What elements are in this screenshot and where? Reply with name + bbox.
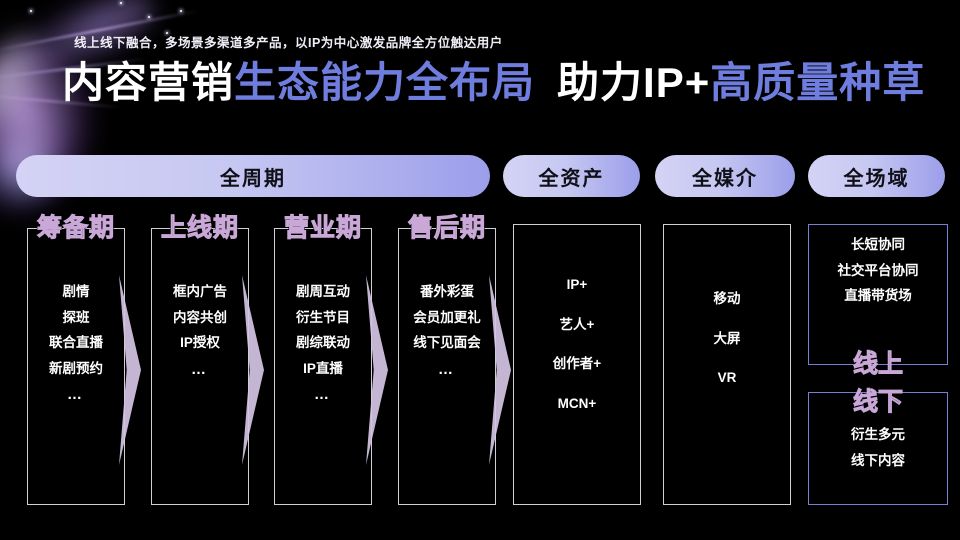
list-item: 移动 bbox=[713, 291, 741, 306]
card-chou-bei-qi[interactable] bbox=[27, 228, 125, 505]
card-items-ying-ye-qi: 剧周互动 衍生节目 剧综联动 IP直播 … bbox=[274, 285, 372, 402]
card-quan-chang-yu-online[interactable] bbox=[808, 224, 948, 365]
overlay-label-online: 线上 bbox=[852, 350, 903, 379]
list-item-ellipsis: … bbox=[67, 386, 85, 403]
list-item: 剧情 bbox=[62, 284, 90, 299]
card-quan-chang-yu-offline[interactable] bbox=[808, 392, 948, 505]
card-items-shang-xian-qi: 框内广告 内容共创 IP授权 … bbox=[151, 285, 249, 377]
card-items-online: 长短协同 社交平台协同 直播带货场 bbox=[808, 238, 948, 303]
card-title-shou-hou-qi: 售后期 bbox=[407, 214, 486, 243]
list-item: 直播带货场 bbox=[844, 288, 912, 303]
list-item: 长短协同 bbox=[851, 237, 905, 252]
list-item: 剧周互动 bbox=[296, 284, 350, 299]
card-items-quan-zi-chan: IP+ 艺人+ 创作者+ MCN+ bbox=[513, 278, 641, 436]
card-items-chou-bei-qi: 剧情 探班 联合直播 新剧预约 … bbox=[27, 285, 125, 402]
list-item: 创作者+ bbox=[552, 356, 602, 371]
list-item: 剧综联动 bbox=[296, 335, 350, 350]
list-item: 内容共创 bbox=[173, 309, 227, 325]
pill-quan-chang-yu[interactable]: 全场域 bbox=[808, 155, 945, 197]
title-segment-3: 助力IP+ bbox=[557, 59, 711, 106]
list-item: 会员加更礼 bbox=[413, 309, 481, 325]
list-item: 艺人+ bbox=[559, 316, 595, 332]
list-item: IP授权 bbox=[180, 335, 220, 350]
list-item: 探班 bbox=[62, 309, 90, 325]
card-title-shang-xian-qi: 上线期 bbox=[160, 214, 239, 243]
overlay-label-offline: 线下 bbox=[852, 388, 903, 417]
pill-quan-zhou-qi[interactable]: 全周期 bbox=[16, 155, 490, 197]
pill-quan-zi-chan[interactable]: 全资产 bbox=[503, 155, 640, 197]
list-item: 衍生节目 bbox=[296, 309, 350, 325]
title-segment-2: 生态能力全布局 bbox=[234, 59, 536, 106]
pill-quan-mei-jie[interactable]: 全媒介 bbox=[655, 155, 795, 197]
list-item: 社交平台协同 bbox=[837, 262, 919, 278]
card-title-ying-ye-qi: 营业期 bbox=[283, 214, 362, 243]
card-quan-mei-jie[interactable] bbox=[663, 224, 791, 505]
card-items-offline: 衍生多元 线下内容 bbox=[808, 428, 948, 467]
list-item-ellipsis: … bbox=[314, 386, 332, 403]
list-item: 新剧预约 bbox=[49, 360, 103, 376]
slide-subtitle: 线上线下融合，多场景多渠道多产品，以IP为中心激发品牌全方位触达用户 bbox=[74, 36, 503, 50]
card-ying-ye-qi[interactable] bbox=[274, 228, 372, 505]
list-item-ellipsis: … bbox=[438, 360, 456, 378]
list-item: 衍生多元 bbox=[851, 427, 905, 442]
title-segment-1: 内容营销 bbox=[62, 59, 235, 106]
list-item: 框内广告 bbox=[173, 284, 227, 299]
list-item-ellipsis: … bbox=[191, 360, 209, 378]
list-item: IP+ bbox=[566, 277, 588, 292]
card-title-chou-bei-qi: 筹备期 bbox=[36, 214, 115, 243]
card-items-shou-hou-qi: 番外彩蛋 会员加更礼 线下见面会 … bbox=[398, 285, 496, 377]
card-shang-xian-qi[interactable] bbox=[151, 228, 249, 505]
card-items-quan-mei-jie: 移动 大屏 VR bbox=[663, 292, 791, 411]
list-item: 番外彩蛋 bbox=[420, 284, 474, 299]
page-title: 内容营销生态能力全布局助力IP+高质量种草 bbox=[62, 58, 925, 108]
list-item: 联合直播 bbox=[49, 335, 103, 350]
list-item: IP直播 bbox=[303, 360, 343, 376]
card-quan-zi-chan[interactable] bbox=[513, 224, 641, 505]
title-segment-4: 高质量种草 bbox=[710, 59, 926, 106]
list-item: 线下内容 bbox=[851, 452, 905, 468]
list-item: 线下见面会 bbox=[413, 335, 481, 350]
list-item: MCN+ bbox=[557, 395, 597, 411]
list-item: VR bbox=[717, 370, 737, 385]
list-item: 大屏 bbox=[713, 330, 741, 346]
card-shou-hou-qi[interactable] bbox=[398, 228, 496, 505]
